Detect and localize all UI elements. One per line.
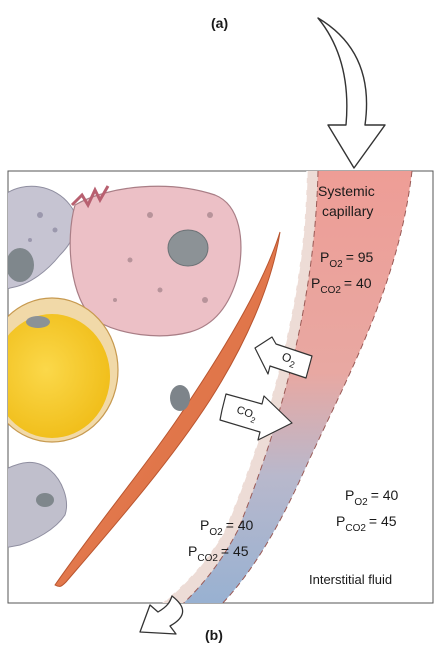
pink-secretory-cell bbox=[70, 186, 241, 336]
panel-b-label: (b) bbox=[205, 627, 223, 643]
capillary-title-line2: capillary bbox=[322, 203, 373, 219]
interstitial-fluid-label: Interstitial fluid bbox=[309, 572, 392, 587]
capillary-title-line1: Systemic bbox=[318, 183, 375, 199]
blood-inflow-arrow bbox=[318, 18, 385, 168]
panel-a-label: (a) bbox=[211, 15, 228, 31]
